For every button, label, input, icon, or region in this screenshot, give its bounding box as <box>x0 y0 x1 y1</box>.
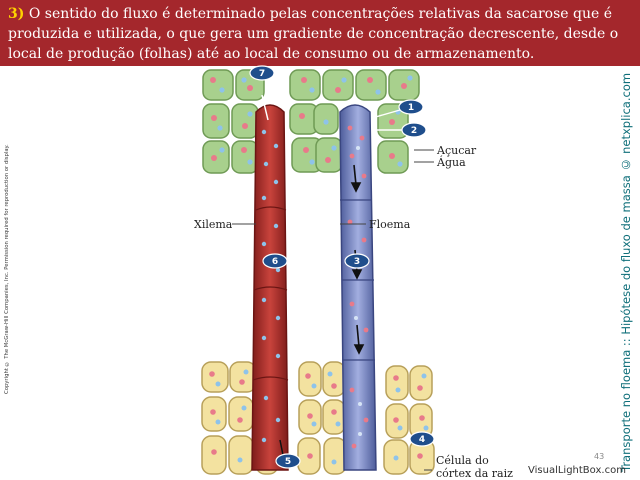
step-label-3: 3 <box>354 257 360 267</box>
header-banner: 3) O sentido do fluxo é determinado pela… <box>0 0 640 66</box>
root-cell-label-line1: Célula do <box>436 454 489 467</box>
phloem-sieve-tube <box>339 104 402 471</box>
xylem-vessel <box>251 94 289 471</box>
step-label-4: 4 <box>419 435 425 445</box>
label-leader-lines <box>232 149 434 471</box>
step-badge-6: 6 <box>262 253 288 269</box>
step-label-6: 6 <box>272 257 278 267</box>
xylem-exit-arrow <box>261 94 269 121</box>
water-label: Água <box>436 155 466 169</box>
step-label-1: 1 <box>408 103 414 113</box>
sugar-label: Açucar <box>436 144 477 157</box>
step-number: 3) <box>8 6 25 22</box>
step-badge-1: 1 <box>398 99 424 115</box>
sugar-loading-arrow <box>371 109 401 119</box>
leaf-cells <box>202 69 420 174</box>
step-label-7: 7 <box>259 69 265 79</box>
watermark: VisualLightBox.com <box>528 465 626 476</box>
xylem-label: Xilema <box>194 218 233 231</box>
root-cortex-cells <box>201 361 435 475</box>
header-text: O sentido do fluxo é determinado pelas c… <box>8 6 619 62</box>
step-badge-7: 7 <box>249 65 275 81</box>
page-number: 43 <box>594 452 605 461</box>
step-label-2: 2 <box>411 126 417 136</box>
step-badge-3: 3 <box>344 253 370 269</box>
phloem-label: Floema <box>369 218 411 231</box>
step-badge-2: 2 <box>401 122 427 138</box>
step-badge-4: 4 <box>409 431 435 447</box>
step-label-5: 5 <box>285 457 291 467</box>
root-cell-label-line2: córtex da raiz <box>436 467 513 480</box>
step-badge-5: 5 <box>275 453 301 469</box>
